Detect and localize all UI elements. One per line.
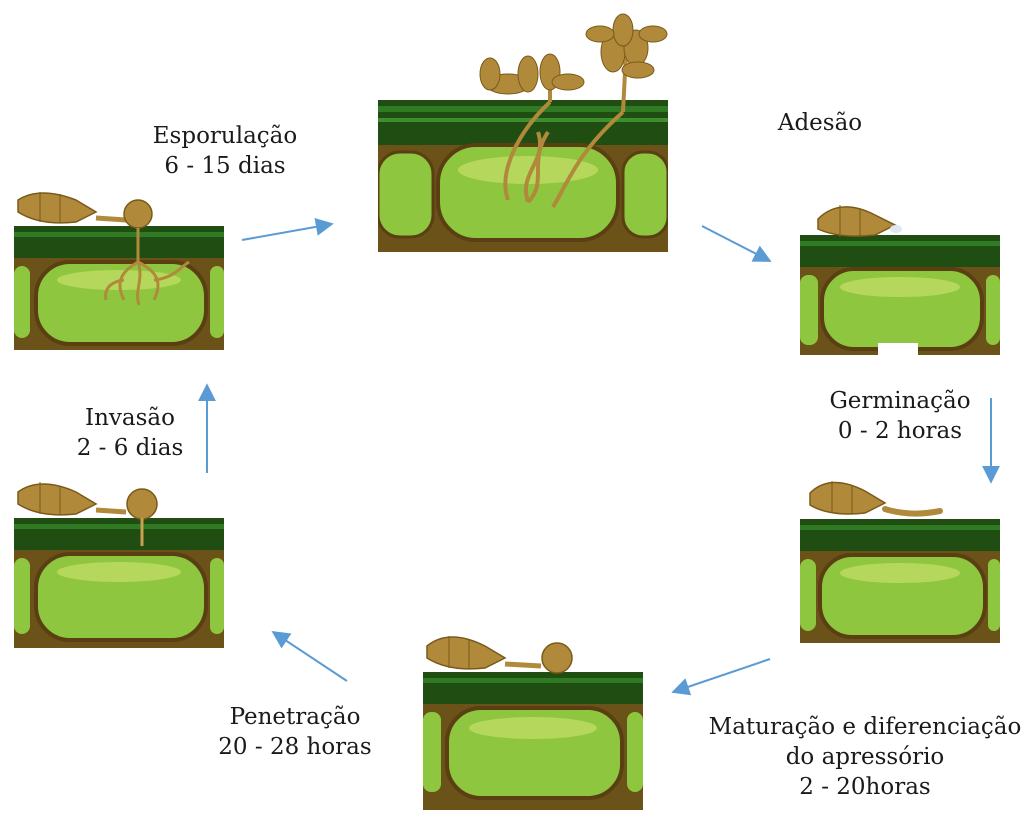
label-penetracao-duration: 20 - 28 horas bbox=[200, 732, 390, 762]
arrow-penetracao-to-invasao bbox=[273, 632, 347, 681]
arrow-esporulacao-to-adesao bbox=[242, 224, 332, 240]
stage-germinacao-illustration bbox=[800, 473, 1000, 643]
arrow-maturacao-to-penetracao bbox=[673, 659, 770, 692]
stage-penetracao-illustration bbox=[14, 478, 224, 648]
label-maturacao-duration: 2 - 20horas bbox=[695, 772, 1032, 802]
label-invasao: Invasão 2 - 6 dias bbox=[50, 403, 210, 463]
label-esporulacao-duration: 6 - 15 dias bbox=[130, 151, 320, 181]
label-adesao: Adesão bbox=[760, 108, 880, 138]
label-germinacao: Germinação 0 - 2 horas bbox=[810, 386, 990, 446]
label-maturacao: Maturação e diferenciação do apressório … bbox=[695, 712, 1032, 802]
label-penetracao-title: Penetração bbox=[200, 702, 390, 732]
label-germinacao-duration: 0 - 2 horas bbox=[810, 416, 990, 446]
label-maturacao-title-2: do apressório bbox=[695, 742, 1032, 772]
label-invasao-title: Invasão bbox=[50, 403, 210, 433]
stage-esporulacao-illustration bbox=[378, 12, 668, 252]
stage-invasao-illustration bbox=[14, 190, 224, 350]
label-invasao-duration: 2 - 6 dias bbox=[50, 433, 210, 463]
arrow-adesao-to-germinacao bbox=[702, 226, 770, 261]
stage-adesao-illustration bbox=[800, 195, 1000, 355]
stage-maturacao-illustration bbox=[423, 630, 643, 810]
label-adesao-title: Adesão bbox=[760, 108, 880, 138]
label-esporulacao: Esporulação 6 - 15 dias bbox=[130, 121, 320, 181]
label-germinacao-title: Germinação bbox=[810, 386, 990, 416]
label-esporulacao-title: Esporulação bbox=[130, 121, 320, 151]
label-maturacao-title: Maturação e diferenciação bbox=[695, 712, 1032, 742]
label-penetracao: Penetração 20 - 28 horas bbox=[200, 702, 390, 762]
